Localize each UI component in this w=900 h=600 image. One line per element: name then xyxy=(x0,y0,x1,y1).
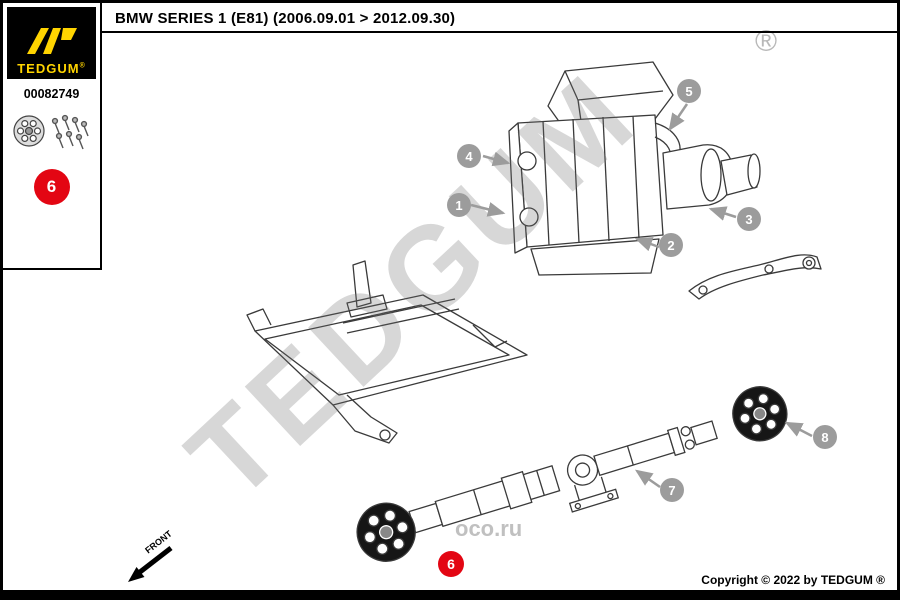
callout-2: 2 xyxy=(659,233,683,257)
part-info-sidebar: TEDGUM® 00082749 xyxy=(3,3,102,270)
highlighted-part-badge: 6 xyxy=(33,169,70,205)
callout-6-highlighted: 6 xyxy=(438,551,464,577)
tedgum-logo: TEDGUM® xyxy=(7,7,96,79)
front-direction-arrow xyxy=(128,546,173,582)
callout-arrows-layer xyxy=(128,103,813,582)
registered-mark: ® xyxy=(79,62,86,70)
callout-7: 7 xyxy=(660,478,684,502)
brand-name: TEDGUM® xyxy=(17,61,86,76)
tedgum-emblem-icon xyxy=(26,28,77,54)
page-title: BMW SERIES 1 (E81) (2006.09.01 > 2012.09… xyxy=(115,10,456,27)
part-thumbnail-icon xyxy=(12,114,89,150)
callout-1: 1 xyxy=(447,193,471,217)
callout-3: 3 xyxy=(737,207,761,231)
exploded-parts-drawing xyxy=(246,61,822,562)
callout-4: 4 xyxy=(457,144,481,168)
copyright-text: Copyright © 2022 by TEDGUM ® xyxy=(701,573,885,587)
bottom-border-bar xyxy=(3,590,897,597)
header-divider xyxy=(98,31,897,33)
callout-5: 5 xyxy=(677,79,701,103)
callout-8: 8 xyxy=(813,425,837,449)
part-number: 00082749 xyxy=(23,87,80,101)
